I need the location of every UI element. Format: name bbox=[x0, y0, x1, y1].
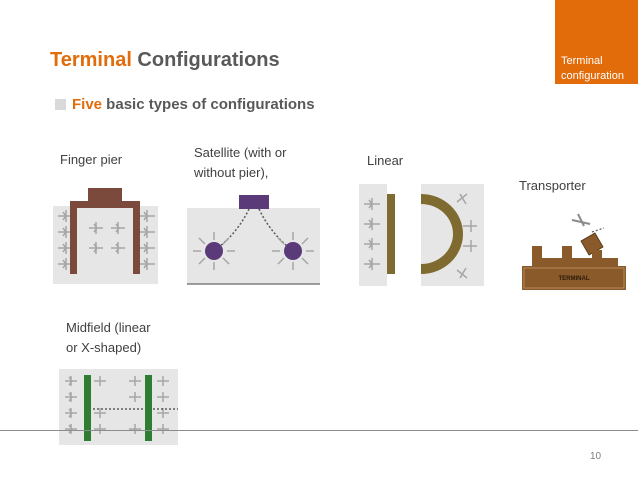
satellite-diagram bbox=[187, 195, 320, 285]
page-title: Terminal Configurations bbox=[50, 49, 280, 72]
label-midfield-line2: or X-shaped) bbox=[66, 340, 142, 355]
label-midfield: Midfield (linear or X-shaped) bbox=[66, 318, 151, 358]
label-transporter: Transporter bbox=[519, 178, 586, 193]
transporter-diagram: TERMINAL bbox=[522, 213, 626, 290]
midfield-diagram bbox=[59, 369, 178, 445]
section-tag-line2: configuration bbox=[561, 70, 624, 82]
label-linear: Linear bbox=[367, 153, 404, 168]
label-finger-pier: Finger pier bbox=[60, 152, 123, 167]
label-midfield-line1: Midfield (linear bbox=[66, 320, 151, 335]
terminal-building-label: TERMINAL bbox=[559, 276, 590, 282]
bullet-text: basic types of configurations bbox=[102, 96, 315, 113]
footer-divider bbox=[0, 430, 638, 431]
section-tag: Terminal configuration bbox=[555, 0, 638, 84]
bullet-square-icon bbox=[55, 99, 66, 110]
label-satellite-line2: without pier), bbox=[194, 165, 269, 180]
page-number: 10 bbox=[590, 451, 602, 462]
label-satellite: Satellite (with or without pier), bbox=[194, 143, 286, 183]
linear-diagram bbox=[359, 184, 484, 286]
label-satellite-line1: Satellite (with or bbox=[194, 145, 287, 160]
page-title-accent: Terminal bbox=[50, 49, 132, 71]
bullet-accent: Five bbox=[72, 96, 103, 113]
page-title-rest: Configurations bbox=[131, 49, 280, 71]
bullet-point: Five basic types of configurations bbox=[55, 96, 315, 113]
finger-pier-diagram bbox=[53, 188, 158, 284]
section-tag-line1: Terminal bbox=[561, 55, 603, 67]
